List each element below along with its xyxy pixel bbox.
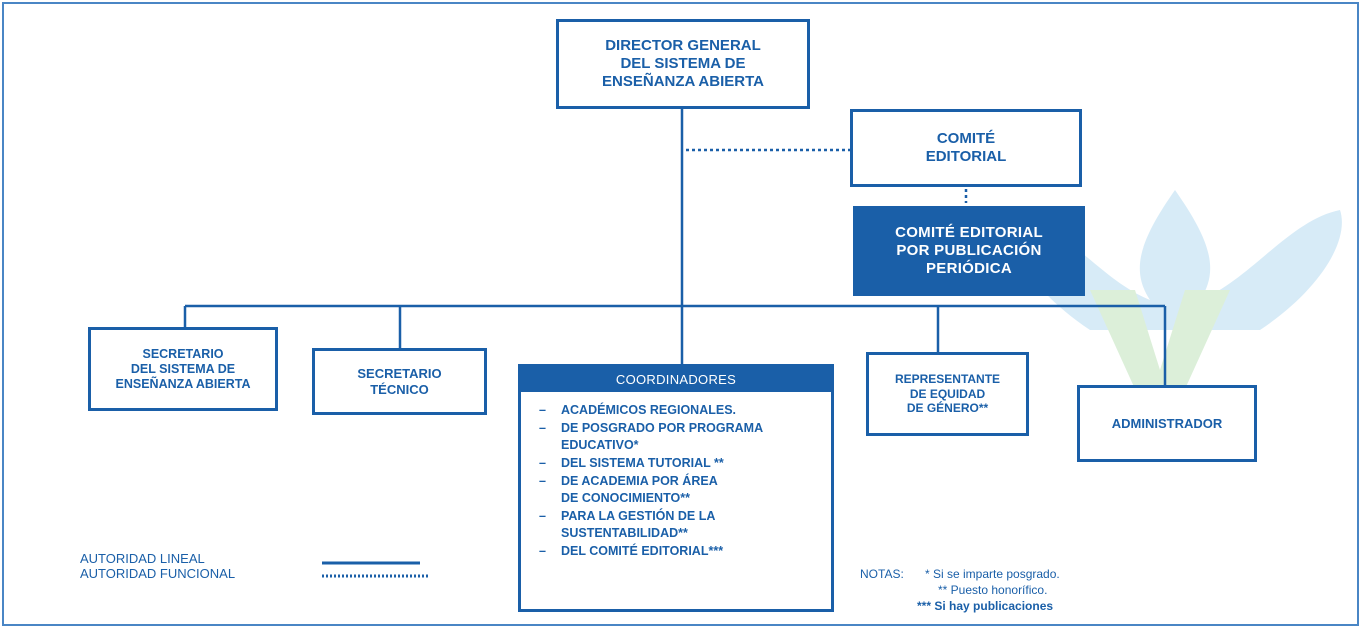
notes-label: NOTAS: [860,567,904,581]
coordinador-item: PARA LA GESTIÓN DE LA SUSTENTABILIDAD** [539,508,821,542]
legend-lineal-label: AUTORIDAD LINEAL [80,551,205,566]
watermark-v-shape [1090,290,1230,400]
note-2: ** Puesto honorífico. [938,583,1048,597]
administrador-box: ADMINISTRADOR [1077,385,1257,462]
note-3: *** Si hay publicaciones [917,599,1054,613]
coordinadores-title: COORDINADORES [521,367,831,392]
coordinadores-list: ACADÉMICOS REGIONALES. DE POSGRADO POR P… [521,392,831,560]
secretario-tecnico-box: SECRETARIO TÉCNICO [312,348,487,415]
watermark-flame-shape [1008,190,1342,330]
legend-funcional-label: AUTORIDAD FUNCIONAL [80,566,236,581]
representante-box: REPRESENTANTE DE EQUIDAD DE GÉNERO** [866,352,1029,436]
director-general-box: DIRECTOR GENERAL DEL SISTEMA DE ENSEÑANZ… [556,19,810,109]
note-1: * Si se imparte posgrado. [925,567,1060,581]
coordinador-item: DE POSGRADO POR PROGRAMA EDUCATIVO* [539,420,821,454]
comite-editorial-box: COMITÉ EDITORIAL [850,109,1082,187]
legend: AUTORIDAD LINEAL AUTORIDAD FUNCIONAL [80,552,235,582]
secretario-sistema-box: SECRETARIO DEL SISTEMA DE ENSEÑANZA ABIE… [88,327,278,411]
comite-publicacion-box: COMITÉ EDITORIAL POR PUBLICACIÓN PERIÓDI… [853,206,1085,296]
coordinador-item: DE ACADEMIA POR ÁREA DE CONOCIMIENTO** [539,473,821,507]
coordinador-item: DEL COMITÉ EDITORIAL*** [539,543,821,560]
coordinadores-box: COORDINADORES ACADÉMICOS REGIONALES. DE … [518,364,834,612]
coordinador-item: DEL SISTEMA TUTORIAL ** [539,455,821,472]
coordinador-item: ACADÉMICOS REGIONALES. [539,402,821,419]
